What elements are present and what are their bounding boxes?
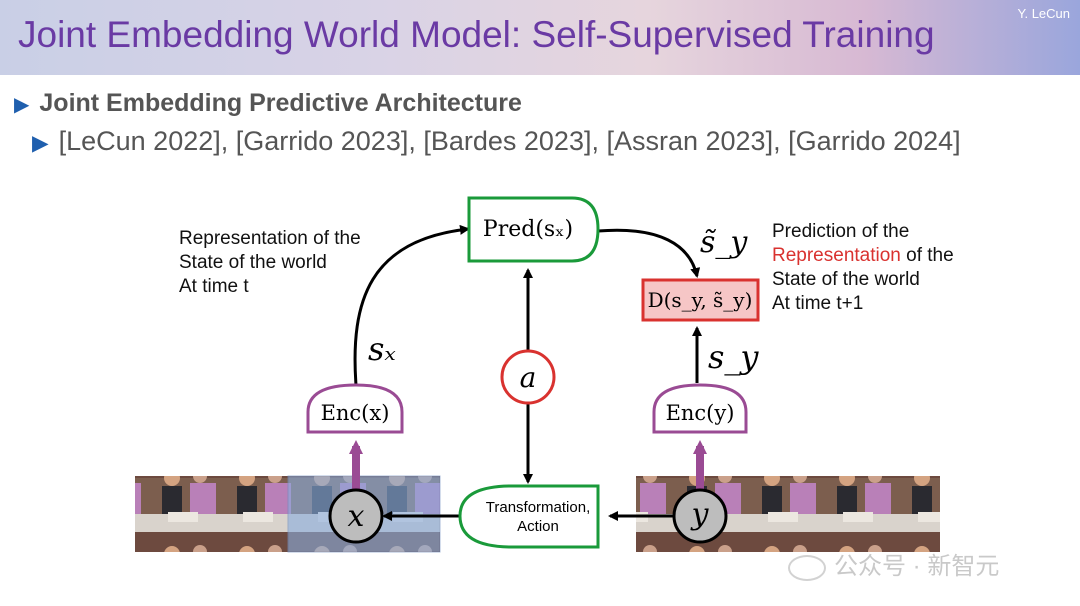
right-annotation-line: Representation of the bbox=[772, 244, 954, 268]
encoder-y-node bbox=[652, 383, 748, 434]
predictor-label: Pred(sₓ) bbox=[483, 217, 573, 242]
slide-title: Joint Embedding World Model: Self-Superv… bbox=[18, 14, 935, 55]
predictor-node bbox=[467, 196, 600, 263]
author-label: Y. LeCun bbox=[1017, 6, 1070, 21]
wechat-icon bbox=[788, 554, 826, 581]
arrow-pred-to-distance bbox=[597, 228, 701, 278]
encoder-y-label: Enc(y) bbox=[666, 401, 735, 425]
left-annotation: Representation of the State of the world… bbox=[179, 227, 361, 299]
transformation-node bbox=[458, 484, 600, 549]
watermark-text: 公众号 · 新智元 bbox=[834, 553, 1000, 580]
input-x-label: x bbox=[348, 499, 365, 534]
sy-label: s_y bbox=[708, 338, 759, 376]
bullet-triangle-icon: ▶ bbox=[32, 130, 49, 155]
left-annotation-line: State of the world bbox=[179, 252, 327, 273]
s-tilde-y-label: s̃_y bbox=[700, 225, 748, 260]
encoder-x-label: Enc(x) bbox=[321, 401, 390, 425]
input-y-label: y bbox=[690, 497, 710, 532]
encoder-x-node bbox=[306, 383, 404, 434]
distance-node bbox=[641, 278, 760, 322]
right-annotation: Prediction of the Representation of the … bbox=[772, 220, 954, 316]
representation-highlight: Representation bbox=[772, 245, 901, 266]
bullet-triangle-icon: ▶ bbox=[14, 94, 30, 116]
watermark: 公众号 · 新智元 bbox=[788, 546, 999, 581]
arrow-sx-to-pred bbox=[353, 224, 470, 386]
bullet-level2: ▶ [LeCun 2022], [Garrido 2023], [Bardes 2… bbox=[32, 126, 961, 157]
right-annotation-line: State of the world bbox=[772, 269, 920, 290]
right-annotation-suffix: of the bbox=[900, 245, 954, 266]
bullet-level1-text: Joint Embedding Predictive Architecture bbox=[39, 89, 522, 117]
transformation-label-line1: Transformation, bbox=[486, 499, 590, 516]
distance-label: D(s_y, s̃_y) bbox=[648, 288, 753, 312]
bullet-level2-text: [LeCun 2022], [Garrido 2023], [Bardes 20… bbox=[58, 126, 961, 156]
slide-header: Joint Embedding World Model: Self-Superv… bbox=[0, 0, 1080, 75]
transformation-label-line2: Action bbox=[517, 518, 559, 535]
bullet-level1: ▶ Joint Embedding Predictive Architecture bbox=[14, 89, 522, 118]
right-annotation-line: Prediction of the bbox=[772, 221, 910, 242]
input-y-node bbox=[672, 488, 728, 544]
left-annotation-line: At time t bbox=[179, 276, 249, 297]
action-label: a bbox=[520, 361, 537, 394]
sx-label: sₓ bbox=[368, 330, 396, 368]
input-x-node bbox=[328, 488, 384, 544]
right-annotation-line: At time t+1 bbox=[772, 293, 864, 314]
left-annotation-line: Representation of the bbox=[179, 228, 361, 249]
action-node bbox=[500, 349, 556, 405]
